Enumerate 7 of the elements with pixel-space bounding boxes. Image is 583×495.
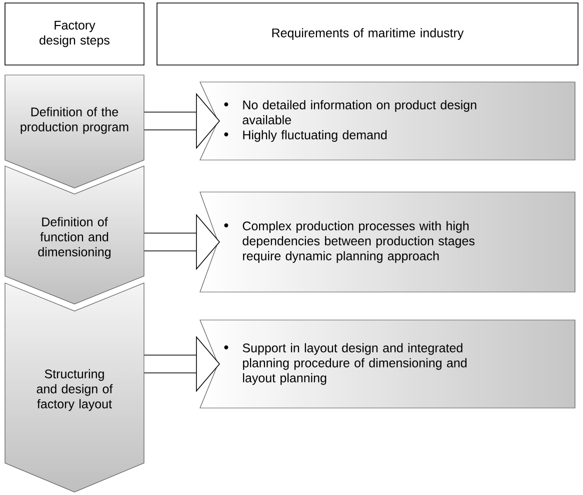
requirement-box: No detailed information on product design available Highly fluctuating demand [200,82,576,160]
step-pentagon: Definition of the production program [4,74,144,188]
requirement-box: Support in layout design and integrated planning procedure of dimensioning and layout planning [200,320,576,408]
header-box: Requirements of maritime industry [156,2,578,66]
requirement-box: Complex production processes with high dependencies between production stages require dynamic planning approach [200,192,576,292]
header-box: Factory design steps [4,2,144,66]
step-pentagon: Structuring and design of factory layout [4,282,144,492]
